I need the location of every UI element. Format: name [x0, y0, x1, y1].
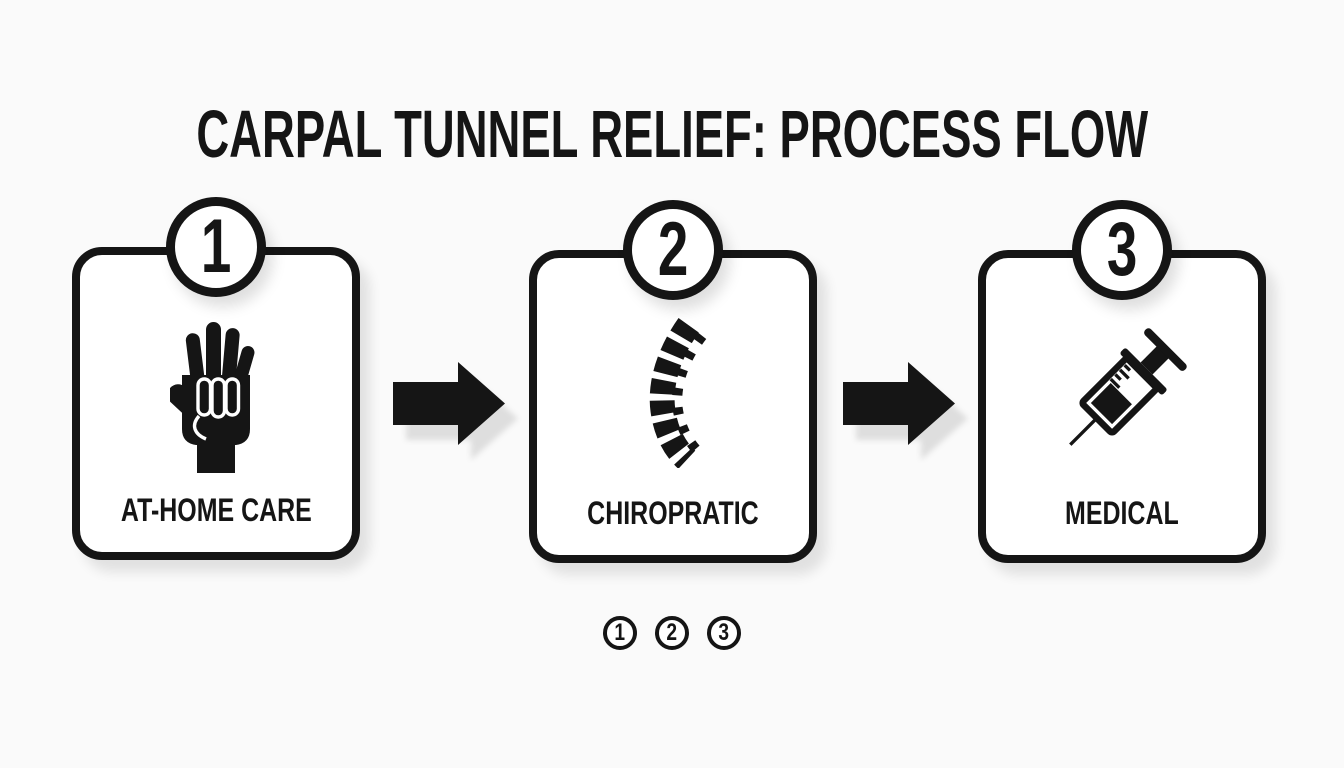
right-arrow-icon [843, 362, 955, 445]
step-card-medical: 3 MEDICAL [978, 200, 1266, 563]
pagination: 1 2 3 [0, 616, 1344, 650]
step-number-badge-1: 1 [166, 197, 266, 297]
step-label-area-3: MEDICAL [986, 496, 1258, 537]
step-number-3: 3 [1106, 207, 1138, 292]
right-arrow-icon [393, 362, 505, 445]
pagination-dot-number-1: 1 [614, 619, 626, 646]
step-number-badge-2: 2 [623, 200, 723, 300]
pagination-dot-3: 3 [707, 616, 741, 650]
step-card-at-home-care: 1 A [72, 197, 360, 560]
spine-icon [632, 316, 715, 473]
pagination-dot-number-3: 3 [718, 619, 730, 646]
title-bar: CARPAL TUNNEL RELIEF: PROCESS FLOW [0, 96, 1344, 172]
step-label-1: AT-HOME CARE [120, 491, 312, 529]
step-number-badge-3: 3 [1072, 200, 1172, 300]
step-label-area-1: AT-HOME CARE [80, 493, 352, 534]
hand-care-icon [167, 321, 262, 478]
step-label-3: MEDICAL [1065, 494, 1179, 532]
step-label-2: CHIROPRATIC [587, 494, 759, 532]
pagination-dot-1: 1 [603, 616, 637, 650]
page-title: CARPAL TUNNEL RELIEF: PROCESS FLOW [196, 96, 1148, 172]
step-label-area-2: CHIROPRATIC [537, 496, 809, 537]
step-card-chiropratic: 2 CHIROPRATIC [529, 200, 817, 563]
syringe-icon [1047, 318, 1197, 473]
step-number-2: 2 [657, 207, 689, 292]
pagination-dot-2: 2 [655, 616, 689, 650]
step-number-1: 1 [200, 204, 232, 289]
pagination-dot-number-2: 2 [666, 619, 678, 646]
